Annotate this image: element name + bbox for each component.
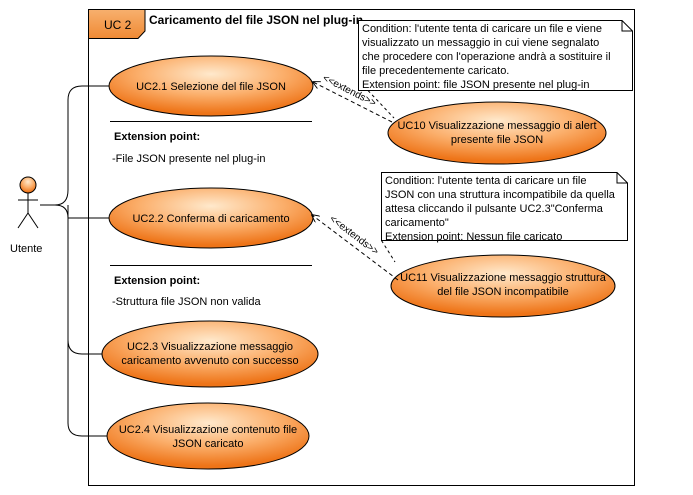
extension-point-heading-1: Extension point: bbox=[114, 131, 200, 143]
note1-line-1: Condition: l'utente tenta di caricare un… bbox=[362, 23, 602, 35]
usecase-uc22-label: UC2.2 Conferma di caricamento bbox=[132, 213, 289, 225]
extension-point-heading-2: Extension point: bbox=[114, 275, 200, 287]
extension-point-item-1: -File JSON presente nel plug-in bbox=[112, 153, 265, 165]
usecase-uc24-label-1: UC2.4 Visualizzazione contenuto file bbox=[119, 424, 297, 436]
usecase-uc21-label: UC2.1 Selezione del file JSON bbox=[136, 81, 286, 93]
actor-utente[interactable]: Utente bbox=[10, 176, 42, 255]
usecase-uc24-label-2: JSON caricato bbox=[173, 438, 244, 450]
actor-name: Utente bbox=[10, 243, 42, 255]
usecase-uc22[interactable]: UC2.2 Conferma di caricamento bbox=[108, 187, 314, 249]
note2-line-3: attesa cliccando il pulsante UC2.3"Confe… bbox=[385, 203, 604, 215]
usecase-uc11-label-1: UC11 Visualizzazione messaggio struttura bbox=[400, 272, 607, 284]
usecase-uc24[interactable]: UC2.4 Visualizzazione contenuto file JSO… bbox=[106, 402, 310, 470]
usecase-uc10-label-2: presente file JSON bbox=[451, 134, 543, 146]
actor-head-icon bbox=[19, 176, 37, 194]
actor-associations bbox=[40, 85, 110, 437]
note1-line-3: che procedere con l'operazione andrà a s… bbox=[362, 51, 611, 63]
usecase-uc23-label-1: UC2.3 Visualizzazione messaggio bbox=[127, 341, 293, 353]
note1-line-2: visualizzato un messaggio in cui viene s… bbox=[362, 37, 599, 49]
usecase-uc23[interactable]: UC2.3 Visualizzazione messaggio caricame… bbox=[101, 320, 319, 388]
extension-point-item-2: -Struttura file JSON non valida bbox=[112, 296, 261, 308]
note2-line-4: caricamento" bbox=[385, 217, 449, 229]
usecase-uc11-label-2: del file JSON incompatibile bbox=[437, 286, 568, 298]
usecase-uc10-label-1: UC10 Visualizzazione messaggio di alert bbox=[397, 120, 596, 132]
note2-anchor bbox=[381, 240, 396, 263]
extends-label-2: <<extends>> bbox=[327, 214, 380, 258]
system-boundary bbox=[88, 9, 635, 486]
extends-arrow-uc10 bbox=[313, 82, 393, 123]
note2-line-2: JSON con una struttura incompatibile da … bbox=[385, 189, 616, 201]
note1-line-5: Extension point: file JSON presente nel … bbox=[362, 79, 589, 91]
usecase-uc21[interactable]: UC2.1 Selezione del file JSON bbox=[108, 55, 314, 117]
usecase-uc11[interactable]: UC11 Visualizzazione messaggio struttura… bbox=[390, 254, 616, 318]
usecase-uc10[interactable]: UC10 Visualizzazione messaggio di alert … bbox=[387, 101, 607, 165]
usecase-uc23-label-2: caricamento avvenuto con successo bbox=[121, 355, 298, 367]
note1-anchor bbox=[367, 90, 395, 119]
frame-tab bbox=[88, 9, 146, 39]
frame-title: Caricamento del file JSON nel plug-in bbox=[149, 13, 363, 27]
condition-note-1: Condition: l'utente tenta di caricare un… bbox=[358, 20, 633, 91]
condition-note-2: Condition: l'utente tenta di caricare un… bbox=[381, 172, 628, 243]
note2-line-1: Condition: l'utente tenta di caricare un… bbox=[385, 175, 586, 187]
note1-line-4: file precedentemente caricato. bbox=[362, 65, 509, 77]
extends-arrow-uc11 bbox=[312, 215, 399, 281]
note2-line-5: Extension point: Nessun file caricato bbox=[385, 231, 562, 243]
frame-tab-label: UC 2 bbox=[104, 18, 132, 32]
